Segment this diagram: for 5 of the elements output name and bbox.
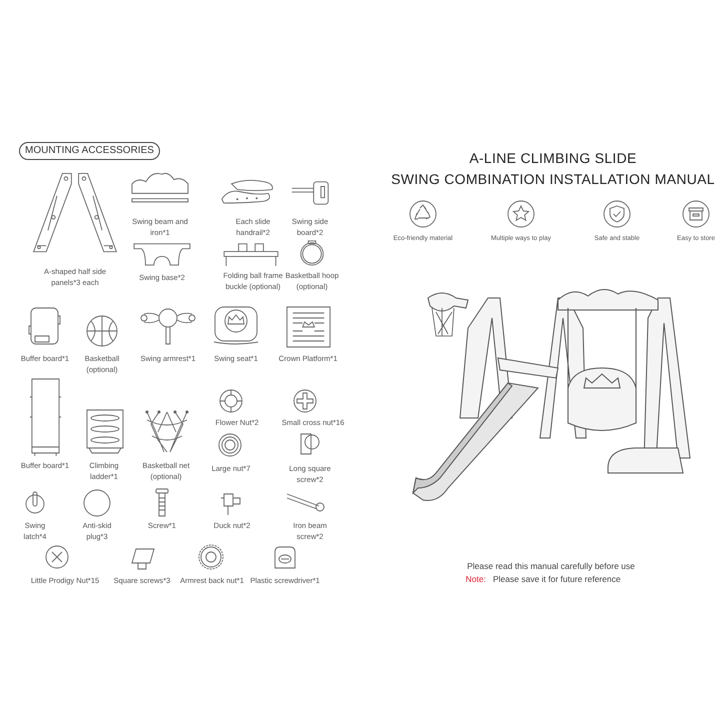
section-heading: MOUNTING ACCESSORIES	[19, 142, 160, 160]
document-title: A-LINE CLIMBING SLIDE SWING COMBINATION INSTALLATION MANUAL	[390, 149, 716, 189]
notice-text: Please save it for future reference	[493, 573, 622, 585]
note-label: Note:	[464, 573, 486, 585]
notice-text: Please read this manual carefully before use	[466, 560, 636, 572]
